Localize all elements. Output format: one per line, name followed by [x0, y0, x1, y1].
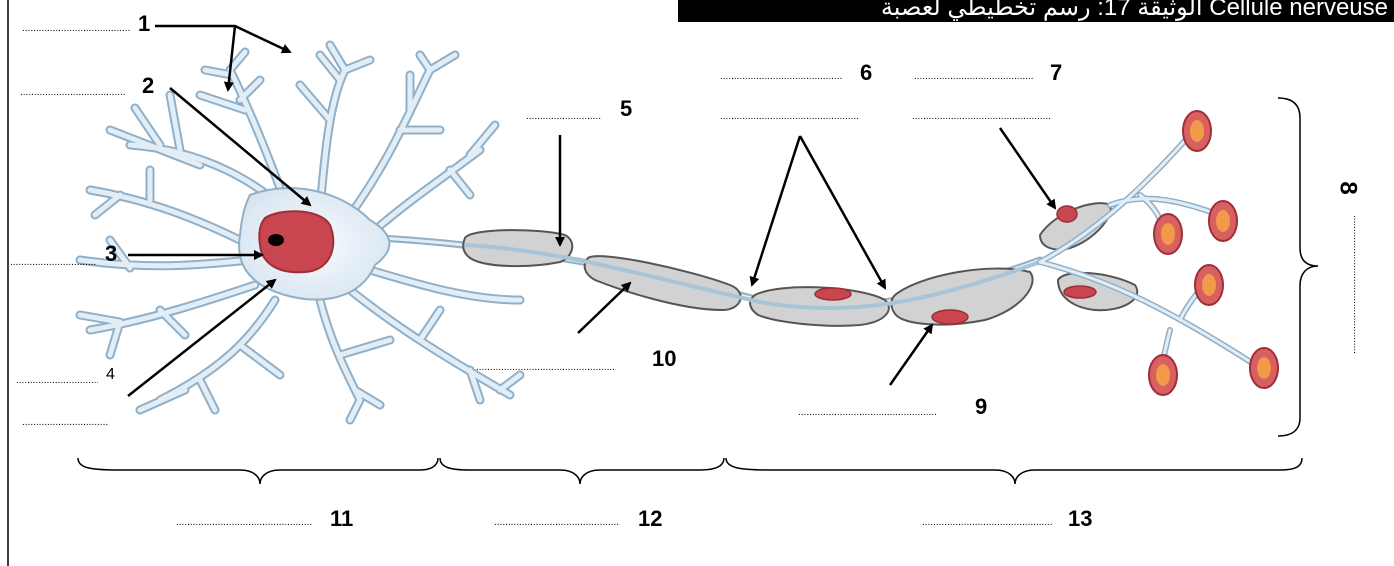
terminal-branches — [1040, 135, 1260, 375]
label-4: 4 — [106, 367, 115, 383]
label-5: 5 — [620, 98, 632, 120]
blank-6b: ........................................… — [720, 112, 876, 122]
label-9: 9 — [975, 396, 987, 418]
label-6: 6 — [860, 62, 872, 84]
blank-13: ........................................… — [922, 518, 1052, 528]
blank-11: ........................................… — [176, 518, 312, 528]
label-10: 10 — [652, 348, 676, 370]
blank-7a: ........................................… — [914, 72, 1034, 82]
blank-1: ........................................… — [22, 24, 130, 34]
label-12: 12 — [638, 508, 662, 530]
page-title: الوثيقة 17: رسم تخطيطي لعصبة Cellule ner… — [881, 0, 1388, 22]
label-11: 11 — [330, 508, 353, 530]
blank-5: ........................................… — [526, 112, 602, 122]
blank-4a: ........................................… — [16, 376, 98, 386]
label-3: 3 — [105, 243, 117, 265]
blank-3: ........................................… — [10, 258, 96, 268]
synaptic-buttons — [1149, 111, 1278, 395]
blank-6a: ........................................… — [720, 72, 842, 82]
blank-10: ........................................… — [476, 363, 634, 373]
label-8: 8 — [1336, 181, 1360, 194]
label-7: 7 — [1050, 62, 1062, 84]
label-13: 13 — [1068, 508, 1092, 530]
blank-7b: ........................................… — [912, 112, 1070, 122]
blank-4b: ........................................… — [22, 418, 108, 428]
blank-9: ........................................… — [798, 408, 950, 418]
label-1: 1 — [138, 13, 150, 35]
blank-8: ........................................… — [1351, 215, 1362, 333]
blank-12: ........................................… — [494, 518, 620, 528]
blank-2: ........................................… — [20, 88, 126, 98]
nucleolus — [268, 234, 284, 246]
label-2: 2 — [142, 75, 154, 97]
title-banner: الوثيقة 17: رسم تخطيطي لعصبة Cellule ner… — [678, 0, 1394, 22]
